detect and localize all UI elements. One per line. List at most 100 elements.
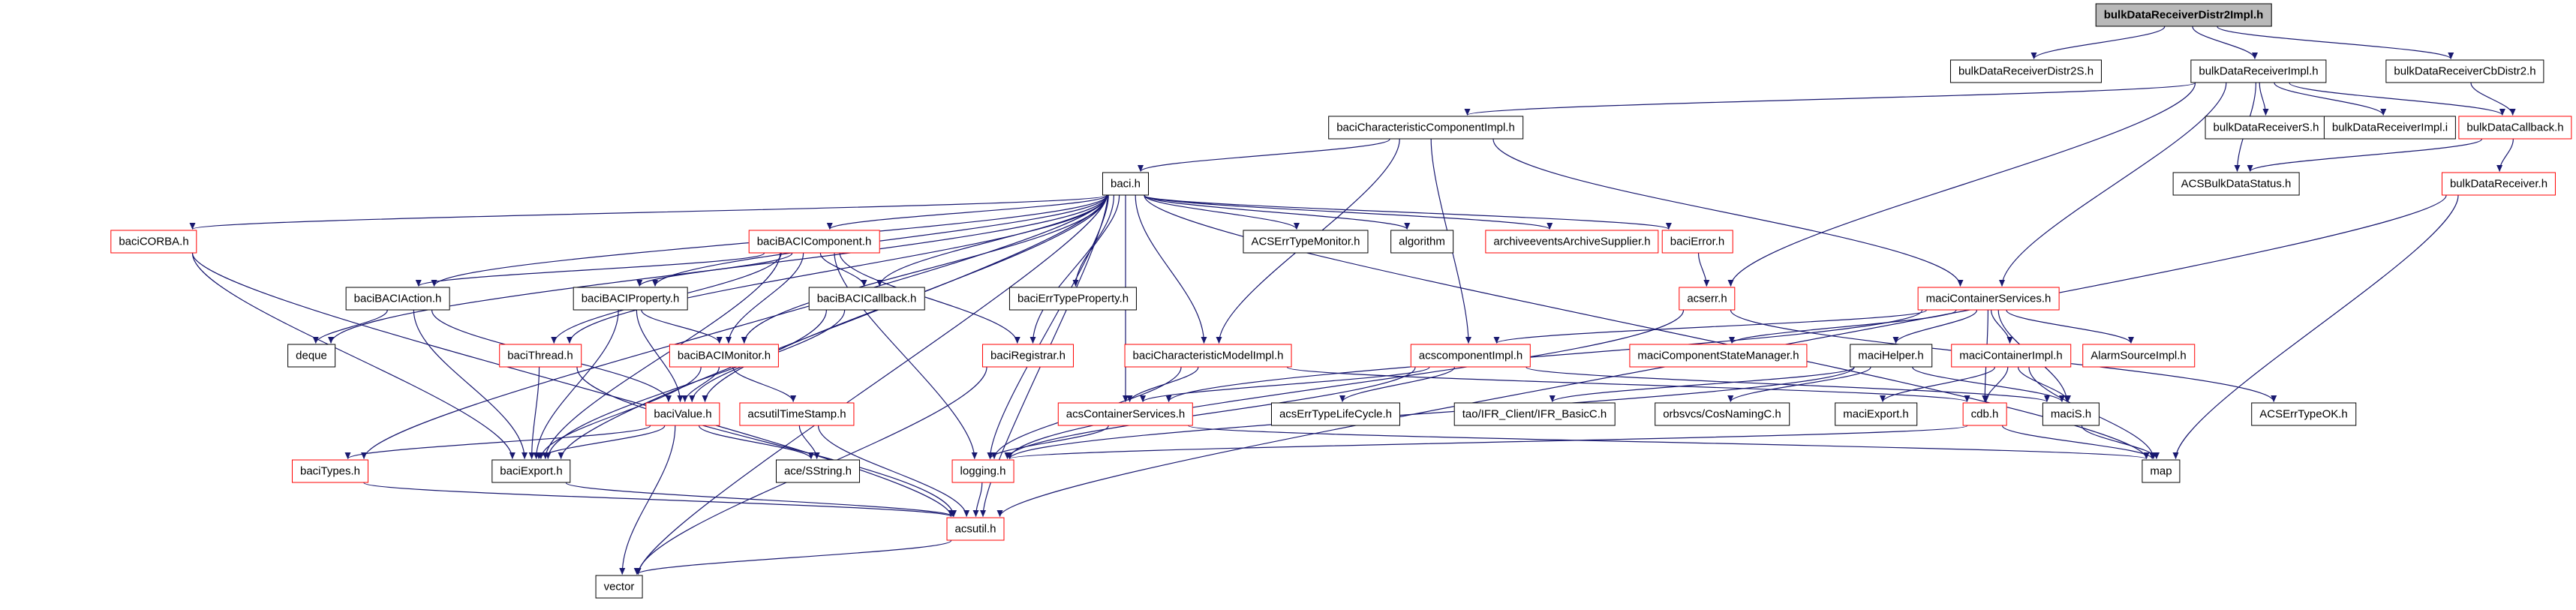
graph-edge [635,195,1108,575]
graph-edge [565,482,957,518]
graph-node-maci-component-state-manager-h[interactable]: maciComponentStateManager.h [1629,344,1808,368]
graph-edge [641,310,723,344]
graph-node-bulk-data-receiver-distr2-impl-h[interactable]: bulkDataReceiverDistr2Impl.h [2095,3,2272,27]
graph-edge [1188,425,2149,460]
graph-node-baci-baci-property-h[interactable]: baciBACIProperty.h [573,287,688,311]
graph-edge [2018,367,2071,402]
graph-node-bulk-data-callback-h[interactable]: bulkDataCallback.h [2458,116,2572,140]
graph-edge [1727,83,2196,287]
graph-node-baci-characteristic-component-impl-h[interactable]: baciCharacteristicComponentImpl.h [1328,116,1523,140]
graph-node-bulk-data-receiver-cb-distr2-h[interactable]: bulkDataReceiverCbDistr2.h [2385,59,2544,83]
graph-edge [2470,83,2516,116]
graph-node-acs-err-type-life-cycle-h[interactable]: acsErrTypeLifeCycle.h [1270,402,1401,426]
graph-edge [726,253,804,344]
graph-edge [1140,366,1430,403]
graph-node-bulk-data-receiver-distr2-s-h[interactable]: bulkDataReceiverDistr2S.h [1949,59,2103,83]
graph-edge [1493,309,1927,344]
graph-edge [699,425,814,459]
graph-node-baci-baci-monitor-h[interactable]: baciBACIMonitor.h [669,344,780,368]
graph-node-bulk-data-receiver-impl-i[interactable]: bulkDataReceiverImpl.i [2323,116,2457,140]
graph-node-baci-baci-callback-h[interactable]: baciBACICallback.h [808,287,925,311]
graph-edge [558,195,1108,459]
graph-node-deque[interactable]: deque [287,344,335,368]
graph-edge [817,425,970,517]
graph-node-vector[interactable]: vector [595,575,643,599]
graph-edge [1729,309,1957,344]
graph-edge [528,367,540,459]
graph-edge [633,539,952,575]
graph-node-map[interactable]: map [2142,459,2181,483]
graph-edge [1144,194,1672,230]
graph-node-baci-err-type-property-h[interactable]: baciErrTypeProperty.h [1008,287,1138,311]
graph-node-acs-container-services-h[interactable]: acsContainerServices.h [1057,402,1194,426]
graph-node-baci-h[interactable]: baci.h [1102,172,1150,196]
graph-node-bulk-data-receiver-h[interactable]: bulkDataReceiver.h [2441,172,2556,196]
graph-edge [1339,367,1455,402]
graph-node-orbsvcs-cos-naming-c-h[interactable]: orbsvcs/CosNamingC.h [1655,402,1790,426]
graph-node-maci-export-h[interactable]: maciExport.h [1835,402,1917,426]
graph-node-ace-s-string-h[interactable]: ace/SString.h [775,459,861,483]
graph-node-bulk-data-receiver-s-h[interactable]: bulkDataReceiverS.h [2205,116,2328,140]
graph-node-maci-container-impl-h[interactable]: maciContainerImpl.h [1951,344,2071,368]
graph-node-acsutil-time-stamp-h[interactable]: acsutilTimeStamp.h [739,402,855,426]
graph-edge [413,310,528,459]
graph-node-logging-h[interactable]: logging.h [951,459,1014,483]
graph-edge [834,253,978,459]
graph-node-baci-corba-h[interactable]: baciCORBA.h [110,230,197,254]
graph-node-acsutil-h[interactable]: acsutil.h [946,517,1005,541]
graph-edge [1144,194,1553,230]
graph-edge [2030,26,2166,59]
graph-edge [636,252,793,287]
graph-edge [2006,310,2134,344]
graph-node-acscomponent-impl-h[interactable]: acscomponentImpl.h [1410,344,1531,368]
graph-node-maci-helper-h[interactable]: maciHelper.h [1850,344,1932,368]
graph-node-baci-value-h[interactable]: baciValue.h [645,402,720,426]
graph-edge [1144,194,1300,230]
graph-edge [1892,310,1977,344]
graph-edge [798,425,820,459]
graph-node-baci-error-h[interactable]: baciError.h [1661,230,1733,254]
graph-node-tao-ifr-client-ifr-basic-c-h[interactable]: tao/IFR_Client/IFR_BasicC.h [1453,402,1616,426]
graph-edge [987,425,1109,459]
graph-node-baci-baci-component-h[interactable]: baciBACIComponent.h [748,230,880,254]
graph-edge [1525,366,2050,403]
graph-node-acserr-h[interactable]: acserr.h [1679,287,1736,311]
graph-edge [312,310,388,344]
graph-node-maci-s-h[interactable]: maciS.h [2042,402,2100,426]
graph-edge [1029,195,1114,344]
graph-edge [652,195,1108,287]
graph-node-alarm-source-impl-h[interactable]: AlarmSourceImpl.h [2082,344,2195,368]
graph-edge [1727,367,1871,402]
graph-edge [363,482,954,518]
graph-node-baci-thread-h[interactable]: baciThread.h [499,344,582,368]
graph-node-acs-err-type-ok-h[interactable]: ACSErrTypeOK.h [2251,402,2356,426]
graph-node-baci-registrar-h[interactable]: baciRegistrar.h [981,344,1075,368]
graph-node-baci-export-h[interactable]: baciExport.h [491,459,571,483]
graph-edge [826,194,1108,230]
graph-edge [2496,139,2514,172]
graph-node-acs-err-type-monitor-h[interactable]: ACSErrTypeMonitor.h [1243,230,1369,254]
graph-node-algorithm[interactable]: algorithm [1390,230,1453,254]
graph-edge [681,367,720,402]
graph-edge [361,195,1108,459]
graph-edge [1286,366,1970,403]
graph-edge [542,253,781,459]
graph-edge [876,195,1108,287]
graph-node-acs-bulk-data-status-h[interactable]: ACSBulkDataStatus.h [2172,172,2300,196]
graph-node-archiveevents-archive-supplier-h[interactable]: archiveeventsArchiveSupplier.h [1485,230,1659,254]
graph-edge [1006,367,1855,459]
graph-edge [2001,425,2156,460]
graph-edge [2289,82,2505,116]
graph-node-baci-baci-action-h[interactable]: baciBACIAction.h [345,287,450,311]
graph-edge [1549,366,1855,403]
graph-edge [2217,26,2454,60]
graph-node-maci-container-services-h[interactable]: maciContainerServices.h [1917,287,2060,311]
graph-edge [1912,367,2065,402]
graph-node-bulk-data-receiver-impl-h[interactable]: bulkDataReceiverImpl.h [2190,59,2327,83]
graph-node-baci-types-h[interactable]: baciTypes.h [291,459,369,483]
graph-edge [2247,138,2482,173]
graph-node-cdb-h[interactable]: cdb.h [1962,402,2007,426]
graph-node-baci-characteristic-model-impl-h[interactable]: baciCharacteristicModelImpl.h [1124,344,1292,368]
